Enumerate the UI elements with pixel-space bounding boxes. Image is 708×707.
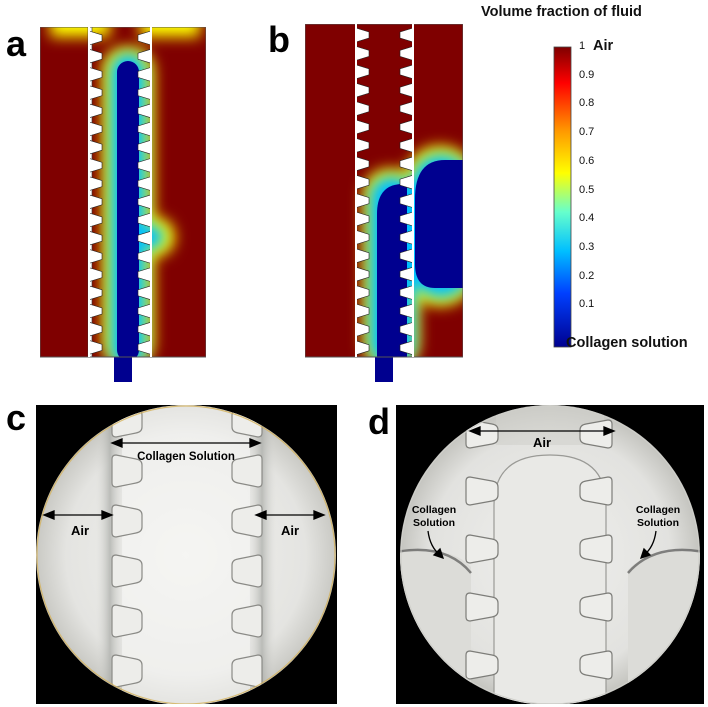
micropost xyxy=(465,534,499,564)
inlet-channel xyxy=(375,357,393,382)
panel-label-a: a xyxy=(6,23,27,64)
micrograph-panel-d: Air Collagen Solution Collagen Solution xyxy=(396,405,704,704)
colorbar-title: Volume fraction of fluid xyxy=(481,4,642,20)
micropost xyxy=(231,405,263,438)
micrograph-panel-c: Collagen Solution Air Air xyxy=(36,405,337,704)
colorbar-tick: 0.1 xyxy=(579,298,595,311)
colorbar xyxy=(553,46,572,348)
colorbar-tick: 0.9 xyxy=(579,68,595,81)
label-air-left: Air xyxy=(71,523,89,538)
label-air-right: Air xyxy=(281,523,299,538)
micropost xyxy=(465,592,499,622)
micropost xyxy=(111,504,143,538)
label-collagen-left-line2: Solution xyxy=(413,517,455,529)
panel-label-d: d xyxy=(368,401,390,442)
micropost xyxy=(231,554,263,588)
colorbar-tick: 1 xyxy=(579,40,586,52)
simulation-panel-a xyxy=(40,27,206,382)
micropost xyxy=(579,592,613,622)
fluid-front xyxy=(50,27,200,357)
colorbar-tick: 0.5 xyxy=(579,183,595,196)
colorbar-bottom-label: Collagen solution xyxy=(566,335,688,351)
colorbar-top-label: Air xyxy=(593,38,614,54)
micropost xyxy=(111,554,143,588)
micropost xyxy=(465,419,499,449)
colorbar-tick: 0.4 xyxy=(579,212,595,225)
micropost xyxy=(111,654,143,688)
colorbar-tick: 0.2 xyxy=(579,269,595,282)
colorbar-tick: 0.8 xyxy=(579,97,595,110)
simulation-panel-b xyxy=(305,24,463,382)
micropost xyxy=(111,454,143,488)
panel-label-c: c xyxy=(6,397,27,438)
label-collagen-right-line1: Collagen xyxy=(636,504,680,516)
micropost xyxy=(111,405,143,438)
micropost xyxy=(579,650,613,680)
colorbar-tick: 0.3 xyxy=(579,240,595,253)
micropost xyxy=(231,604,263,638)
micropost xyxy=(231,504,263,538)
micropost xyxy=(465,476,499,506)
micropost xyxy=(111,604,143,638)
micropost xyxy=(231,654,263,688)
label-air-top: Air xyxy=(533,435,551,450)
label-collagen-solution: Collagen Solution xyxy=(137,451,235,463)
micropost xyxy=(579,476,613,506)
colorbar-tick: 0.6 xyxy=(579,154,595,167)
label-collagen-right-line2: Solution xyxy=(637,517,679,529)
inlet-channel xyxy=(114,357,132,382)
colorbar-tick: 0.7 xyxy=(579,126,595,139)
micropost xyxy=(465,650,499,680)
panel-label-b: b xyxy=(268,19,290,60)
liquid-front xyxy=(400,550,471,704)
micropost xyxy=(579,534,613,564)
label-collagen-left-line1: Collagen xyxy=(412,504,456,516)
micropost xyxy=(231,454,263,488)
